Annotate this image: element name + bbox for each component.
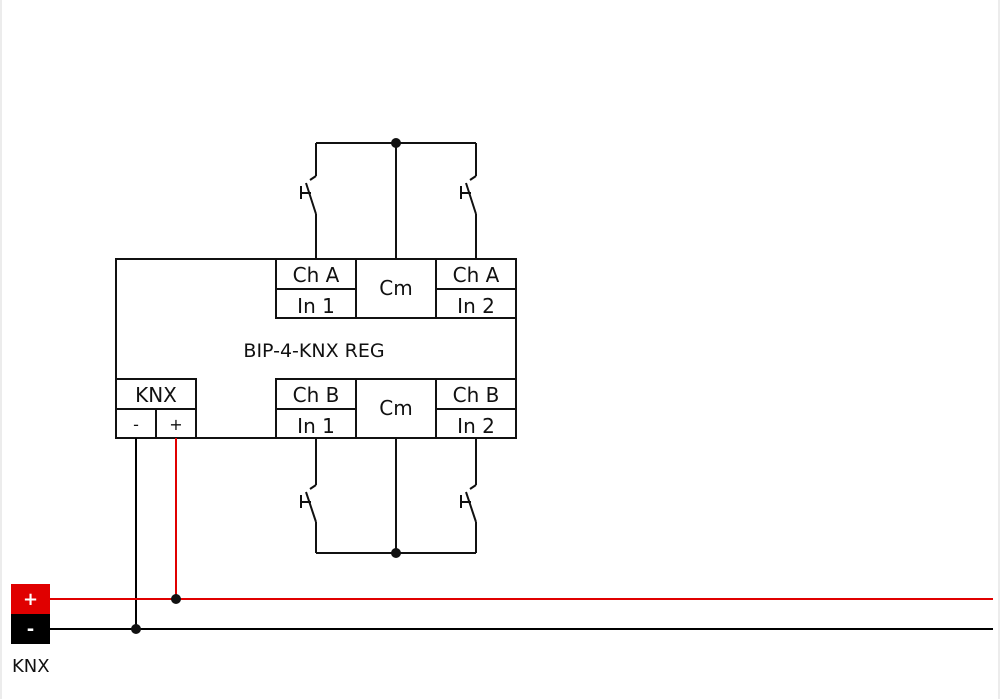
- frame-left-edge: [0, 0, 2, 699]
- bus-plus-sign: +: [23, 589, 38, 610]
- knx-terminal-minus: -: [133, 415, 139, 434]
- push-button-switch-a2: [465, 182, 477, 215]
- bottom-input-wiring: [300, 438, 477, 554]
- top-common-label: Cm: [379, 276, 412, 300]
- push-button-switch-a1: [305, 182, 317, 215]
- push-button-switch-b2: [465, 491, 477, 523]
- junction-dot-bottom: [391, 548, 401, 558]
- top-left-channel-label: Ch A: [293, 263, 340, 287]
- knx-terminal-block: [115, 378, 197, 439]
- bottom-right-input-label: In 2: [457, 414, 495, 438]
- bus-label: KNX: [12, 656, 50, 677]
- knx-terminal-plus: +: [169, 415, 182, 434]
- device-name: BIP-4-KNX REG: [243, 340, 384, 362]
- push-button-switch-b1: [305, 491, 317, 523]
- bus-plus-block: [11, 584, 50, 614]
- bottom-common-label: Cm: [379, 396, 412, 420]
- top-terminal-block: [275, 258, 517, 319]
- bus-minus-block: [11, 614, 50, 644]
- top-input-wiring: [300, 142, 477, 259]
- top-left-input-label: In 1: [297, 294, 335, 318]
- top-right-input-label: In 2: [457, 294, 495, 318]
- bus-minus-sign: -: [27, 619, 34, 640]
- top-right-channel-label: Ch A: [453, 263, 500, 287]
- bottom-left-channel-label: Ch B: [293, 383, 340, 407]
- frame-right-edge: [998, 0, 1000, 699]
- junction-dot-bus-plus: [171, 594, 181, 604]
- bottom-right-channel-label: Ch B: [453, 383, 500, 407]
- knx-terminal-title: KNX: [135, 383, 177, 407]
- junction-dot-bus-minus: [131, 624, 141, 634]
- bottom-left-input-label: In 1: [297, 414, 335, 438]
- junction-dot-top: [391, 138, 401, 148]
